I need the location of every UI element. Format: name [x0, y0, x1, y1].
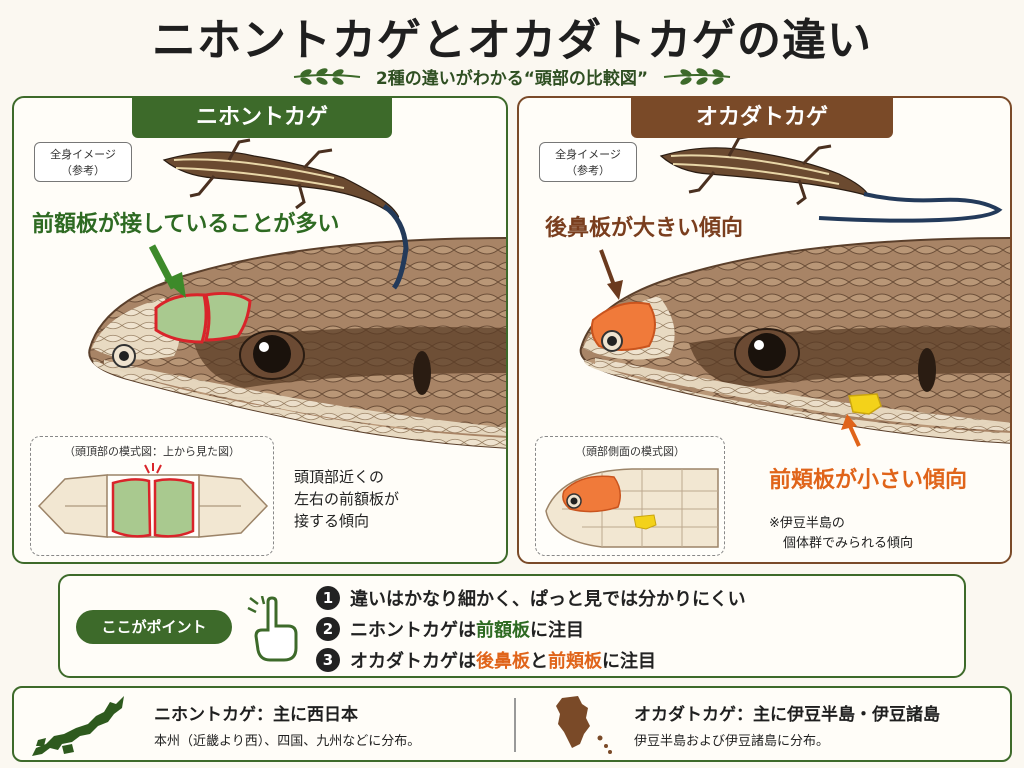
nihon-callout: 前額板が接していることが多い: [32, 212, 340, 237]
nihon-tokage-panel: ニホントカゲ 全身イメージ （参考） 前額板が接していることが多い （頭頂部の模…: [12, 96, 508, 564]
okada-head-illustration: [579, 134, 1010, 447]
note-line2: 個体群でみられる傾向: [783, 536, 914, 551]
distribution-box: ニホントカゲ：主に西日本 本州（近畿より西）、四国、九州などに分布。 オカダトカ…: [12, 686, 1012, 762]
point-text: 違いはかなり細かく、ぱっと見では分かりにくい: [350, 588, 746, 610]
pointing-hand-icon: [247, 596, 298, 662]
izu-map-icon: [556, 696, 612, 754]
okada-schematic-label: （頭部側面の模式図）: [575, 445, 685, 458]
point-text: に注目: [602, 650, 656, 672]
ref-line1: 全身イメージ: [555, 148, 621, 161]
okada-callout-bottom: 前頬板が小さい傾向: [769, 468, 968, 493]
point-number: 1: [316, 585, 340, 610]
nihon-dist-desc: 本州（近畿より西）、四国、九州などに分布。: [154, 734, 421, 749]
okada-tokage-panel: オカダトカゲ 全身イメージ （参考） 後鼻板が大きい傾向 前頬板が小さい傾向 （…: [517, 96, 1012, 564]
nihon-note: 頭頂部近くの 左右の前額板が 接する傾向: [294, 466, 399, 532]
point-text: に注目: [530, 619, 584, 641]
note-line3: 接する傾向: [294, 512, 370, 530]
ref-line1: 全身イメージ: [50, 148, 116, 161]
lizard-illustration: [162, 138, 409, 290]
okada-note: ※伊豆半島の 個体群でみられる傾向: [769, 514, 913, 554]
point-item-1: 1 違いはかなり細かく、ぱっと見では分かりにくい: [316, 582, 746, 613]
ref-line2: （参考）: [566, 164, 610, 177]
nihon-header: ニホントカゲ: [132, 98, 392, 138]
points-list: 1 違いはかなり細かく、ぱっと見では分かりにくい 2 ニホントカゲは 前額板 に…: [316, 582, 746, 675]
divider: [514, 698, 516, 752]
points-box: ここがポイント 1 違いはかなり細かく、ぱっと見では分かりにくい 2 ニホントカ…: [58, 574, 966, 678]
okada-ref-badge: 全身イメージ （参考）: [539, 142, 637, 182]
nihon-head-illustration: [88, 138, 506, 449]
point-highlight: 後鼻板: [476, 650, 530, 672]
point-item-2: 2 ニホントカゲは 前額板 に注目: [316, 613, 746, 644]
okada-dist-title: オカダトカゲ：主に伊豆半島・伊豆諸島: [634, 705, 940, 725]
okada-header: オカダトカゲ: [631, 98, 893, 138]
point-text: と: [530, 650, 548, 672]
okada-callout-top: 後鼻板が大きい傾向: [545, 216, 744, 241]
nihon-dist-title: ニホントカゲ：主に西日本: [154, 705, 358, 725]
page-title: ニホントカゲとオカダトカゲの違い: [152, 15, 872, 66]
side-view-diagram: [545, 468, 719, 548]
okada-schematic: （頭部側面の模式図）: [535, 436, 725, 556]
nihon-ref-badge: 全身イメージ （参考）: [34, 142, 132, 182]
point-text: オカダトカゲは: [350, 650, 476, 672]
lizard-illustration: [659, 134, 1003, 223]
point-highlight: 前額板: [476, 619, 530, 641]
note-line1: ※伊豆半島の: [769, 516, 845, 531]
subtitle-row: 2種の違いがわかる“頭部の比較図”: [0, 62, 1024, 90]
point-number: 3: [316, 647, 340, 672]
ref-line2: （参考）: [61, 164, 105, 177]
points-badge: ここがポイント: [76, 610, 232, 644]
nihon-schematic: （頭頂部の模式図：上から見た図）: [30, 436, 274, 556]
subtitle: 2種の違いがわかる“頭部の比較図”: [375, 68, 649, 89]
nihon-schematic-label: （頭頂部の模式図：上から見た図）: [64, 445, 240, 458]
okada-dist-desc: 伊豆半島および伊豆諸島に分布。: [634, 734, 830, 749]
point-highlight: 前頬板: [548, 650, 602, 672]
point-text: ニホントカゲは: [350, 619, 476, 641]
japan-map-icon: [32, 696, 124, 756]
leaf-branch-icon: [663, 68, 731, 85]
point-item-3: 3 オカダトカゲは 後鼻板 と 前頬板 に注目: [316, 644, 746, 675]
note-line2: 左右の前額板が: [294, 490, 400, 508]
note-line1: 頭頂部近くの: [294, 468, 385, 486]
leaf-branch-icon: [293, 68, 361, 85]
point-number: 2: [316, 616, 340, 641]
top-view-diagram: [37, 463, 269, 538]
